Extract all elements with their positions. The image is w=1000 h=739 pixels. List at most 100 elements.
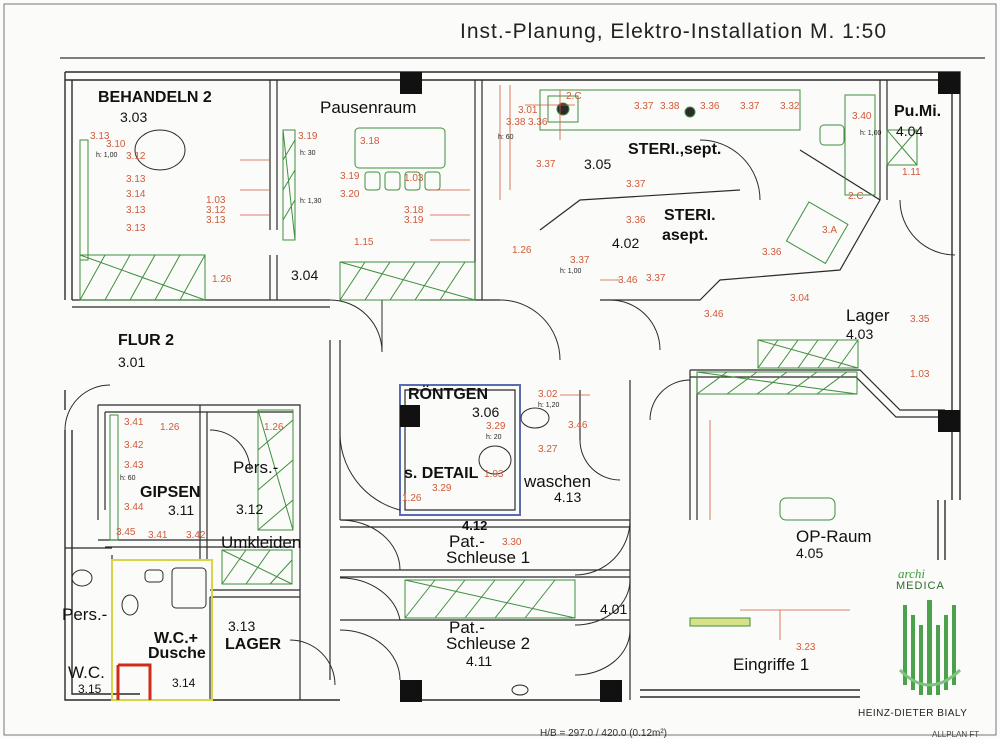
circuit-label: 1.26: [402, 493, 422, 504]
sheet-size-footer: H/B = 297.0 / 420.0 (0.12m²): [540, 728, 668, 739]
room-wcdusche-number: 3.14: [172, 676, 196, 690]
circuit-label: 3.37: [626, 179, 646, 190]
room-steri-asept-name1: STERI.: [664, 207, 716, 224]
circuit-label: 3.19: [404, 215, 424, 226]
room-wc-number: 3.15: [78, 682, 102, 696]
logo-author: HEINZ-DIETER BIALY: [858, 708, 968, 719]
room-lager313-number: 3.13: [228, 618, 256, 634]
sanitary-fixtures: [71, 129, 550, 696]
height-label: h: 1,00: [560, 268, 582, 275]
circuit-label: 3.18: [404, 205, 424, 216]
circuit-label: 3.20: [340, 189, 360, 200]
circuit-label: 3.37: [570, 255, 590, 266]
circuit-label: 1.15: [354, 237, 374, 248]
room-wc-name: W.C.: [68, 663, 105, 682]
room-steri-sept-number: 3.05: [584, 156, 612, 172]
circuit-label: 3.41: [148, 530, 168, 541]
circuit-label: 3.42: [124, 440, 144, 451]
wiring: [240, 85, 850, 640]
height-label: h: 1,00: [860, 130, 882, 137]
room-steri-sept-name: STERI.,sept.: [628, 141, 722, 158]
room-steri-asept-name2: asept.: [662, 227, 709, 244]
circuit-label: 3.32: [780, 101, 800, 112]
circuit-label: 1.03: [910, 369, 930, 380]
circuit-label: 3.19: [298, 131, 318, 142]
circuit-label: 3.13: [126, 223, 146, 234]
circuit-label: 3.01: [518, 105, 538, 116]
wc-dusche-outline: [111, 559, 213, 701]
circuit-label: 3.36: [528, 117, 548, 128]
circuit-label: 3.44: [124, 502, 144, 513]
room-schleuse2-name2: Schleuse 2: [446, 634, 531, 653]
interior-walls: [65, 80, 945, 700]
height-label: h: 20: [486, 434, 502, 441]
circuit-label: 3.27: [538, 444, 558, 455]
circuit-label: 3.30: [502, 537, 522, 548]
logo-archi: archi: [898, 566, 925, 581]
circuit-label: 3.38: [506, 117, 526, 128]
software-footer: ALLPLAN FT: [932, 730, 980, 739]
room-schleuse2-number: 4.11: [466, 653, 493, 669]
room-pers312-number: 3.12: [236, 501, 264, 517]
wc-red-marker: [116, 663, 152, 700]
room-oproom-number: 4.05: [796, 545, 824, 561]
circuit-label: 3.46: [618, 275, 638, 286]
room-gipsen-number: 3.11: [168, 502, 195, 518]
room-lager313-name: LAGER: [225, 636, 281, 653]
circuit-label: 3.13: [126, 174, 146, 185]
circuit-label: 3.02: [538, 389, 558, 400]
circuit-label: 1.11: [902, 167, 921, 178]
circuit-label: 1.26: [512, 245, 532, 256]
circuit-label: 3.46: [704, 309, 724, 320]
room-flur-number: 3.01: [118, 354, 146, 370]
circuit-label: 3.37: [740, 101, 760, 112]
circuit-label: 3.29: [486, 421, 506, 432]
circuit-label: 3.43: [124, 460, 144, 471]
circuit-label: 3.42: [186, 530, 206, 541]
circuit-label: 3.38: [660, 101, 680, 112]
circuit-label: 3.46: [568, 420, 588, 431]
circuit-label: 1.26: [264, 422, 284, 433]
circuit-label: 3.23: [796, 642, 816, 653]
room-pausenraum-name: Pausenraum: [320, 98, 417, 117]
room-umkleiden-name: Umkleiden: [221, 533, 302, 552]
height-label: h: 1,00: [96, 152, 118, 159]
room-waschen-number: 4.13: [554, 489, 582, 505]
circuit-label: 3.12: [126, 151, 146, 162]
room-wcdusche-name1: W.C.+: [154, 630, 199, 647]
circuit-label: 3.14: [126, 189, 146, 200]
logo-medica: MEDICA: [896, 580, 945, 592]
circuit-label: 3.37: [646, 273, 666, 284]
room-schleuse1-number: 4.12: [462, 518, 488, 533]
circuit-label: 1.26: [160, 422, 180, 433]
circuit-label: 3.36: [762, 247, 782, 258]
circuit-label: 3.29: [432, 483, 452, 494]
circuit-label: 3.35: [910, 314, 930, 325]
circuit-label: 3.13: [206, 215, 226, 226]
circuit-label: 3.45: [116, 527, 136, 538]
room-waschen-name: waschen: [524, 472, 592, 491]
circuit-label: 3.12: [206, 205, 226, 216]
circuit-label: 3.10: [106, 139, 126, 150]
circuit-label: 3.04: [790, 293, 810, 304]
room-lager403-name: Lager: [846, 306, 890, 325]
height-label: h: 60: [498, 134, 514, 141]
room-pumi-name: Pu.Mi.: [894, 103, 942, 120]
circuit-label: 3.36: [700, 101, 720, 112]
room-roentgen-name: RÖNTGEN: [408, 386, 488, 403]
columns: [400, 72, 960, 702]
room-schleuse2-name1: Pat.-: [449, 618, 485, 637]
room-401-number: 4.01: [600, 601, 628, 617]
room-sdetail-name: s. DETAIL: [404, 465, 479, 482]
height-label: h: 30: [300, 150, 316, 157]
room-flur-name: FLUR 2: [118, 332, 174, 349]
room-roentgen-number: 3.06: [472, 404, 500, 420]
circuit-label: 3.36: [626, 215, 646, 226]
sheet-title: Inst.-Planung, Elektro-Installation M. 1…: [460, 20, 888, 43]
circuit-label: 3.18: [360, 136, 380, 147]
circuit-label: 3.41: [124, 417, 144, 428]
room-behandeln-name: BEHANDELN 2: [98, 89, 212, 106]
circuit-label: 3.19: [340, 171, 360, 182]
